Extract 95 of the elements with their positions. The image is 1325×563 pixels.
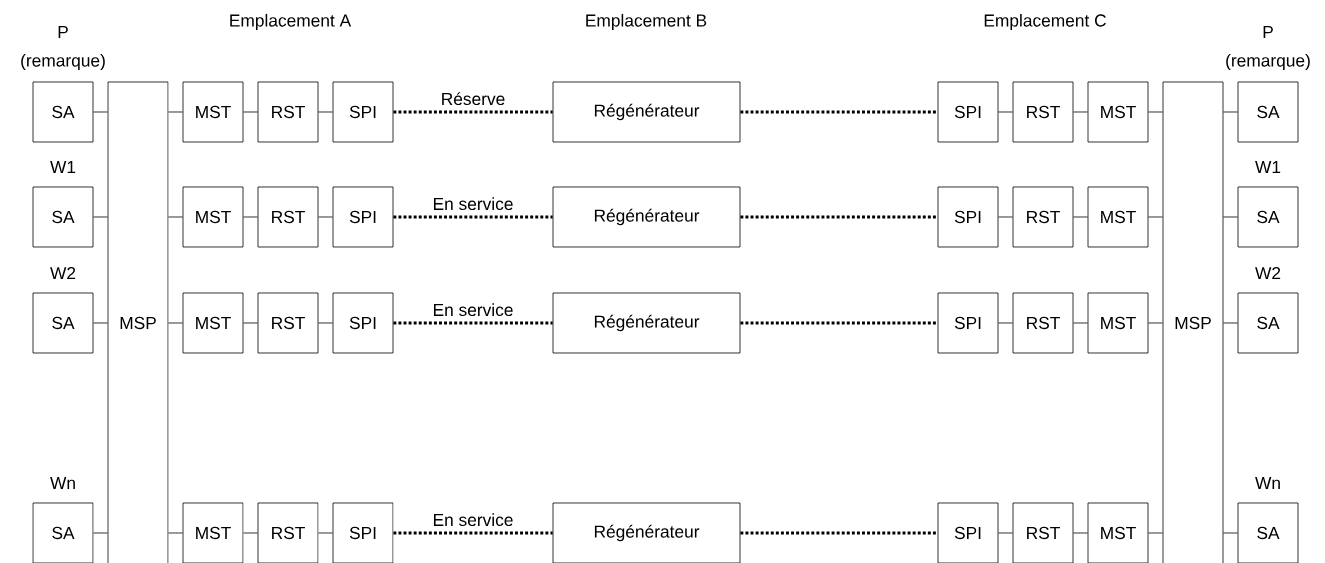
process-box: SPI <box>332 186 394 248</box>
process-box: Régénérateur <box>552 186 741 248</box>
tall-box: MSP <box>107 81 169 563</box>
connector-line <box>318 322 333 324</box>
connector-line <box>93 322 108 324</box>
dotted-line <box>740 110 938 114</box>
connector-line <box>243 322 258 324</box>
location-heading: Emplacement C <box>984 13 1106 31</box>
node-caption: Wn <box>50 477 75 489</box>
node-caption: (remarque) <box>1226 53 1310 71</box>
connector-line <box>318 216 333 218</box>
connector-line <box>1223 322 1238 324</box>
connector-line <box>243 111 258 113</box>
process-box: Régénérateur <box>552 502 741 563</box>
node-caption: P <box>58 26 68 38</box>
process-box: SA <box>32 292 94 354</box>
connector-line <box>1073 322 1088 324</box>
dotted-line <box>393 215 553 219</box>
connector-line <box>168 532 183 534</box>
tall-box: MSP <box>1162 81 1224 563</box>
connector-line <box>998 532 1013 534</box>
process-box: RST <box>257 186 319 248</box>
node-caption: Wn <box>1255 477 1280 489</box>
process-box: SPI <box>937 292 999 354</box>
connector-line <box>1148 111 1163 113</box>
process-box: MST <box>182 186 244 248</box>
process-box: SPI <box>332 81 394 143</box>
dotted-line <box>393 321 553 325</box>
location-heading: Emplacement B <box>586 13 707 31</box>
dotted-line <box>740 531 938 535</box>
connector-line <box>243 216 258 218</box>
dotted-line <box>740 215 938 219</box>
connector-line <box>1073 216 1088 218</box>
process-box: RST <box>257 81 319 143</box>
edge-label: En service <box>431 196 515 212</box>
process-box: MST <box>1087 292 1149 354</box>
connector-line <box>168 216 183 218</box>
node-caption: P <box>1263 26 1273 38</box>
process-box: SPI <box>937 186 999 248</box>
connector-line <box>1223 216 1238 218</box>
process-box: SA <box>32 81 94 143</box>
edge-label: En service <box>431 512 515 528</box>
connector-line <box>93 532 108 534</box>
node-caption: W1 <box>50 161 76 173</box>
location-heading: Emplacement A <box>230 13 352 31</box>
connector-line <box>1073 532 1088 534</box>
process-box: SA <box>32 186 94 248</box>
connector-line <box>1148 322 1163 324</box>
connector-line <box>93 111 108 113</box>
process-box: SPI <box>332 292 394 354</box>
process-box: RST <box>1012 502 1074 563</box>
connector-line <box>168 111 183 113</box>
process-box: MST <box>182 81 244 143</box>
edge-label: En service <box>431 302 515 318</box>
process-box: MST <box>1087 81 1149 143</box>
process-box: Régénérateur <box>552 81 741 143</box>
connector-line <box>93 216 108 218</box>
process-box: RST <box>257 292 319 354</box>
process-box: SA <box>1237 186 1299 248</box>
process-box: RST <box>1012 81 1074 143</box>
connector-line <box>243 532 258 534</box>
process-box: MST <box>1087 186 1149 248</box>
process-box: SPI <box>332 502 394 563</box>
node-caption: W2 <box>1255 266 1281 280</box>
process-box: SPI <box>937 502 999 563</box>
dotted-line <box>393 110 553 114</box>
process-box: RST <box>1012 292 1074 354</box>
node-caption: (remarque) <box>21 53 105 71</box>
process-box: RST <box>257 502 319 563</box>
connector-line <box>998 216 1013 218</box>
connector-line <box>1223 532 1238 534</box>
edge-label: Réserve <box>439 90 507 107</box>
connector-line <box>1148 532 1163 534</box>
connector-line <box>1073 111 1088 113</box>
connector-line <box>1148 216 1163 218</box>
connector-line <box>998 322 1013 324</box>
process-box: RST <box>1012 186 1074 248</box>
node-caption: W2 <box>50 266 76 280</box>
process-box: SA <box>1237 292 1299 354</box>
process-box: MST <box>182 292 244 354</box>
process-box: MST <box>182 502 244 563</box>
process-box: MST <box>1087 502 1149 563</box>
process-box: SA <box>1237 81 1299 143</box>
process-box: SPI <box>937 81 999 143</box>
connector-line <box>318 111 333 113</box>
process-box: SA <box>1237 502 1299 563</box>
connector-line <box>998 111 1013 113</box>
connector-line <box>318 532 333 534</box>
process-box: SA <box>32 502 94 563</box>
process-box: Régénérateur <box>552 292 741 354</box>
node-caption: W1 <box>1255 161 1281 173</box>
dotted-line <box>393 531 553 535</box>
connector-line <box>168 322 183 324</box>
connector-line <box>1223 111 1238 113</box>
dotted-line <box>740 321 938 325</box>
